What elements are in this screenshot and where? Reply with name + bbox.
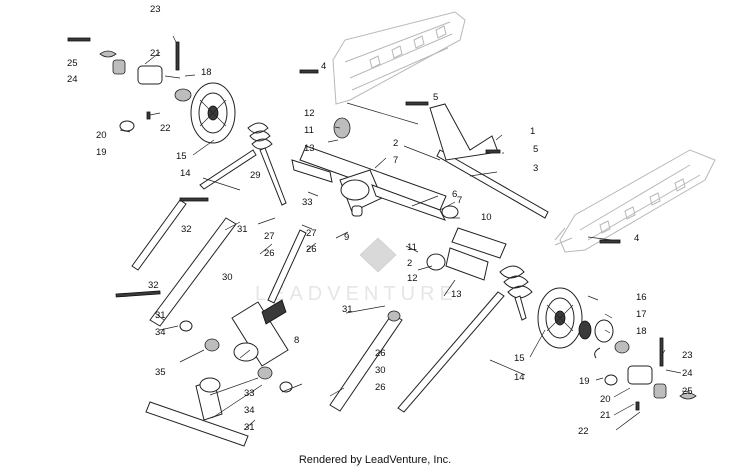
callout-19: 19 [96, 147, 107, 158]
callout-18: 18 [201, 67, 212, 78]
callout-13: 13 [304, 143, 315, 154]
callout-7: 7 [393, 155, 398, 166]
rail-frame-right [559, 149, 716, 253]
link-arm-right [329, 205, 403, 412]
callout-20b: 20 [600, 394, 611, 405]
callout-9: 9 [344, 232, 349, 243]
callout-29: 29 [250, 170, 261, 181]
callout-2b: 2 [407, 258, 412, 269]
callout-14: 14 [180, 168, 191, 179]
callout-4: 4 [321, 61, 326, 72]
callout-31b: 31 [155, 310, 166, 321]
lower-right-bracket [594, 239, 697, 411]
callout-20: 20 [96, 130, 107, 141]
footer-credit: Rendered by LeadVenture, Inc. [299, 454, 451, 466]
leadventure-watermark: LEADVENTURE [255, 237, 458, 305]
callout-24b: 24 [682, 368, 693, 379]
spring-right [397, 265, 533, 413]
callout-12b: 12 [407, 273, 418, 284]
callout-17: 17 [636, 309, 647, 320]
callout-23: 23 [150, 4, 161, 15]
callout-33b: 33 [244, 388, 255, 399]
callout-16: 16 [636, 292, 647, 303]
idler-wheel-upper [190, 82, 236, 144]
callout-21b: 21 [600, 410, 611, 421]
callout-5: 5 [433, 92, 438, 103]
rail-frame-right-lower [554, 227, 573, 246]
spring-left [199, 122, 287, 206]
callout-24: 24 [67, 74, 78, 85]
lower-cross-shaft [145, 377, 249, 447]
callout-26b: 26 [306, 244, 317, 255]
watermark-text: LEADVENTURE [255, 283, 458, 305]
callout-7b: 7 [457, 195, 462, 206]
leader-lines [119, 35, 691, 431]
link-arms-left [115, 197, 293, 393]
callout-33: 33 [302, 197, 313, 208]
callout-32: 32 [181, 224, 192, 235]
callout-34: 34 [155, 327, 166, 338]
callout-13b: 13 [451, 289, 462, 300]
callout-10: 10 [481, 212, 492, 223]
callout-26c: 26 [375, 348, 386, 359]
callout-1: 1 [530, 126, 535, 137]
callout-25: 25 [67, 58, 78, 69]
callout-30b: 30 [375, 365, 386, 376]
pivot-arm-assembly [291, 117, 507, 281]
rail-frame-upper [332, 11, 466, 105]
callout-19b: 19 [579, 376, 590, 387]
callout-27b: 27 [306, 228, 317, 239]
shock-absorber [231, 229, 307, 367]
callout-18b: 18 [636, 326, 647, 337]
upper-left-bracket [67, 37, 192, 132]
callout-26: 26 [264, 248, 275, 259]
callout-27: 27 [264, 231, 275, 242]
idler-wheel-lower [537, 287, 592, 349]
callout-35: 35 [155, 367, 166, 378]
callout-31: 31 [237, 224, 248, 235]
callout-15: 15 [176, 151, 187, 162]
callout-31c: 31 [342, 304, 353, 315]
callout-labels: 23 21 25 24 18 22 20 19 15 14 29 4 5 12 … [67, 4, 693, 437]
callout-6: 6 [452, 189, 457, 200]
callout-12: 12 [304, 108, 315, 119]
callout-25b: 25 [682, 386, 693, 397]
callout-31d: 31 [244, 422, 255, 433]
callout-30: 30 [222, 272, 233, 283]
callout-23b: 23 [682, 350, 693, 361]
callout-22b: 22 [578, 426, 589, 437]
callout-3: 3 [533, 163, 538, 174]
callout-2: 2 [393, 138, 398, 149]
callout-34b: 34 [244, 405, 255, 416]
rear-shaft [299, 69, 549, 219]
callout-8: 8 [294, 335, 299, 346]
callout-15b: 15 [514, 353, 525, 364]
callout-11: 11 [304, 125, 314, 136]
callout-11b: 11 [407, 242, 417, 253]
callout-5b: 5 [533, 144, 538, 155]
callout-22: 22 [160, 123, 171, 134]
callout-14b: 14 [514, 372, 525, 383]
callout-26d: 26 [375, 382, 386, 393]
callout-4b: 4 [634, 233, 639, 244]
callout-32b: 32 [148, 280, 159, 291]
callout-21: 21 [150, 48, 161, 59]
